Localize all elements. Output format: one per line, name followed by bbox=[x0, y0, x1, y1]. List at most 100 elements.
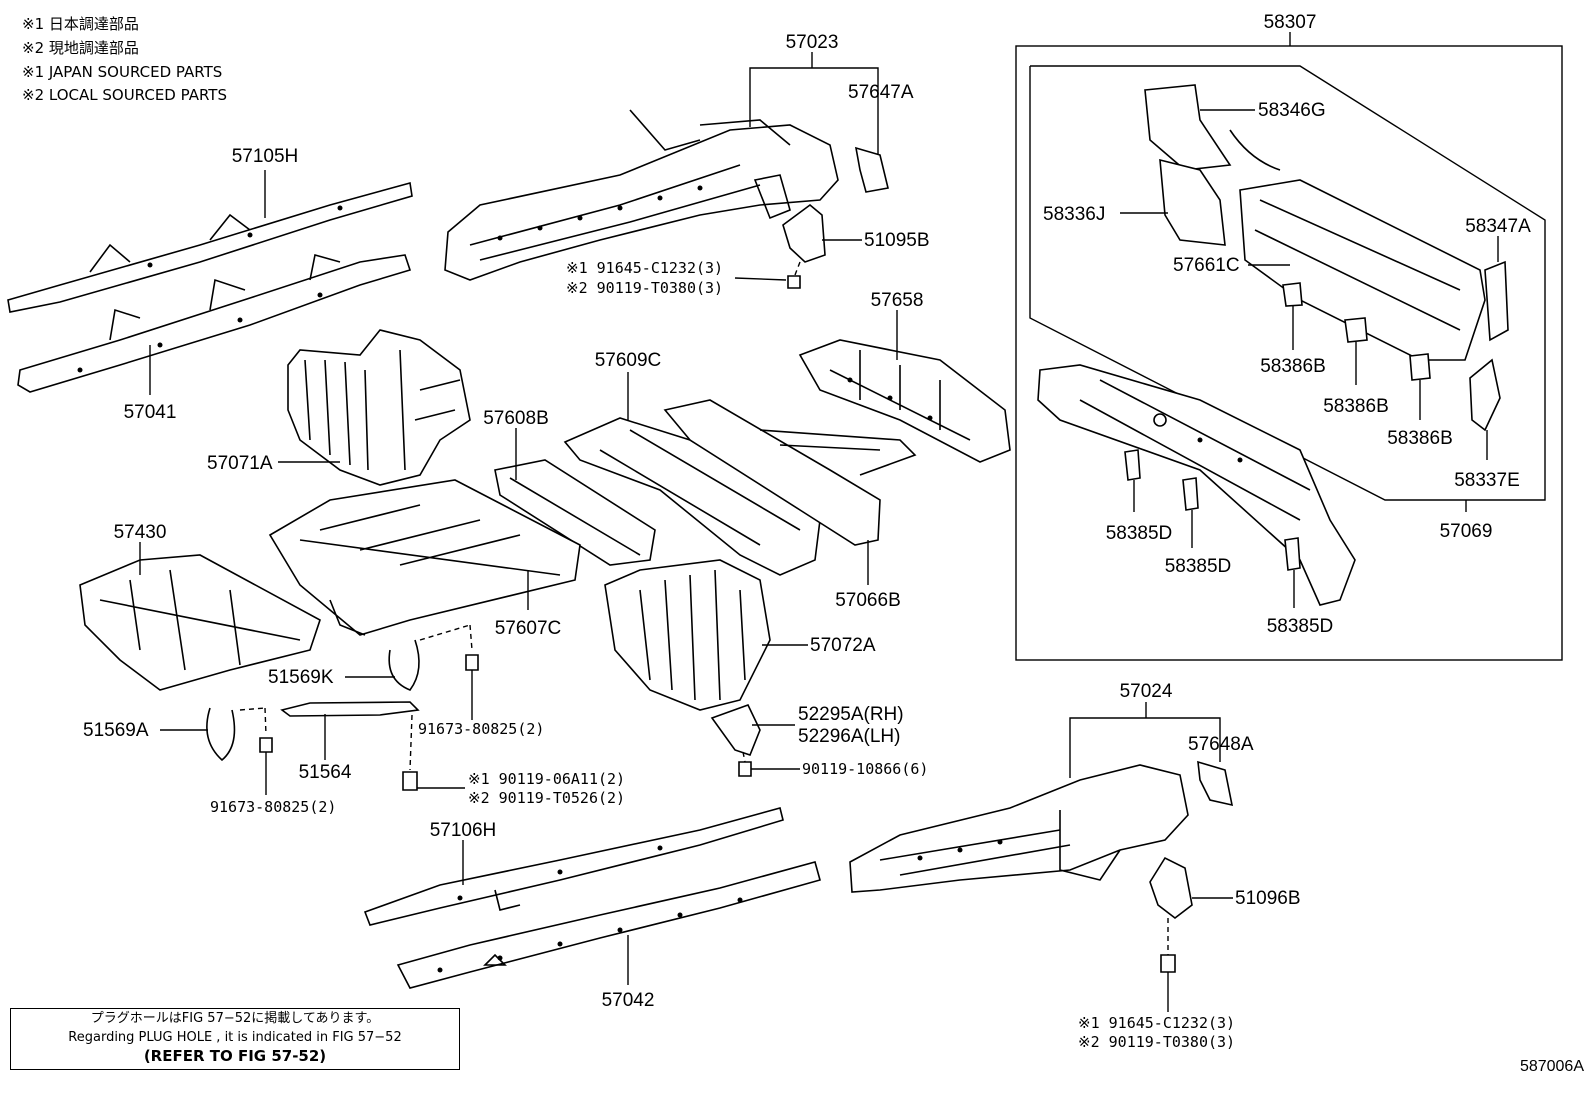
label-58346G: 58346G bbox=[1258, 100, 1326, 121]
label-57106H: 57106H bbox=[430, 820, 497, 841]
part-58336J-panel bbox=[1159, 158, 1226, 246]
part-51564-bar bbox=[280, 701, 420, 717]
bolt-icon bbox=[259, 737, 273, 753]
part-51095B-bracket bbox=[782, 203, 826, 263]
part-57607C-floor bbox=[268, 479, 581, 636]
label-57072A: 57072A bbox=[810, 635, 876, 656]
legend: ※1 日本調達部品 ※2 現地調達部品 ※1 JAPAN SOURCED PAR… bbox=[22, 15, 227, 104]
note-ref: (REFER TO FIG 57-52) bbox=[143, 1047, 327, 1065]
label-57658: 57658 bbox=[871, 290, 924, 311]
subassembly-outline bbox=[1029, 65, 1546, 501]
part-51096B-bracket bbox=[1149, 856, 1193, 920]
fastener-top-2: ※2 90119-T0380(3) bbox=[566, 279, 723, 297]
part-57024-side-member bbox=[849, 764, 1189, 893]
part-52295A-bracket bbox=[710, 704, 761, 756]
part-57023-side-member bbox=[444, 109, 839, 281]
part-57066B-member bbox=[663, 399, 917, 546]
label-58386B-3: 58386B bbox=[1387, 428, 1453, 449]
part-51569A-strap bbox=[206, 707, 236, 762]
part-57069-panel bbox=[1037, 364, 1356, 606]
fastener-90119-10866: 90119-10866(6) bbox=[802, 760, 928, 778]
assembly-box-58307 bbox=[1015, 45, 1563, 661]
label-58336J: 58336J bbox=[1043, 204, 1105, 225]
part-57609C-member bbox=[563, 417, 821, 576]
label-51564: 51564 bbox=[299, 762, 352, 783]
fastener-91673-b: 91673-80825(2) bbox=[210, 798, 336, 816]
note-jp: プラグホールはFIG 57−52に掲載してあります。 bbox=[90, 1011, 380, 1026]
label-57647A: 57647A bbox=[848, 82, 914, 103]
label-51569A: 51569A bbox=[83, 720, 149, 741]
legend-line-4: ※2 LOCAL SOURCED PARTS bbox=[22, 86, 227, 104]
leader-57023 bbox=[749, 67, 879, 154]
label-51096B: 51096B bbox=[1235, 888, 1301, 909]
figure-id: 587006A bbox=[1519, 1058, 1584, 1075]
part-57106H-rail bbox=[363, 807, 784, 926]
legend-line-3: ※1 JAPAN SOURCED PARTS bbox=[22, 63, 222, 81]
label-58307: 58307 bbox=[1264, 12, 1317, 33]
part-58386B-clip-1 bbox=[1282, 282, 1303, 307]
label-58337E: 58337E bbox=[1454, 470, 1520, 491]
label-57607C: 57607C bbox=[495, 618, 562, 639]
part-57105H-rail bbox=[7, 181, 413, 313]
part-58347A-panel bbox=[1484, 260, 1509, 342]
part-57042-rail bbox=[396, 861, 821, 989]
label-57648A: 57648A bbox=[1188, 734, 1254, 755]
plug-hole-note: プラグホールはFIG 57−52に掲載してあります。 Regarding PLU… bbox=[10, 1008, 460, 1070]
label-57430: 57430 bbox=[114, 522, 167, 543]
part-58385D-clip-1 bbox=[1124, 449, 1141, 481]
label-57608B: 57608B bbox=[483, 408, 549, 429]
label-57661C: 57661C bbox=[1173, 255, 1240, 276]
fastener-90119-06-1: ※1 90119-06A11(2) bbox=[468, 770, 625, 788]
bolt-icon bbox=[1160, 954, 1176, 973]
label-57042: 57042 bbox=[602, 990, 655, 1011]
part-58386B-clip-2 bbox=[1344, 317, 1368, 343]
label-58386B-2: 58386B bbox=[1323, 396, 1389, 417]
label-57041: 57041 bbox=[124, 402, 177, 423]
label-57105H: 57105H bbox=[232, 146, 299, 167]
part-58386B-clip-3 bbox=[1409, 353, 1431, 381]
part-57072A-panel bbox=[604, 559, 771, 711]
fastener-90119-06-2: ※2 90119-T0526(2) bbox=[468, 789, 625, 807]
label-57069: 57069 bbox=[1440, 521, 1493, 542]
fastener-91673-a: 91673-80825(2) bbox=[418, 720, 544, 738]
part-57648A-bracket bbox=[1197, 760, 1234, 807]
part-57658-member bbox=[798, 339, 1011, 463]
fastener-bottom-2: ※2 90119-T0380(3) bbox=[1078, 1033, 1235, 1051]
part-58337E-panel bbox=[1469, 358, 1501, 432]
label-57071A: 57071A bbox=[207, 453, 273, 474]
label-58347A: 58347A bbox=[1465, 216, 1531, 237]
label-52295A: 52295A(RH) bbox=[798, 704, 904, 725]
bolt-icon bbox=[402, 771, 418, 791]
part-58346G-panel bbox=[1144, 84, 1232, 171]
part-58385D-clip-2 bbox=[1182, 477, 1199, 511]
note-en: Regarding PLUG HOLE , it is indicated in… bbox=[68, 1030, 402, 1045]
legend-line-2: ※2 現地調達部品 bbox=[22, 39, 139, 57]
part-58385D-clip-3 bbox=[1284, 537, 1301, 571]
bolt-icon bbox=[465, 654, 479, 671]
bolt-icon bbox=[738, 761, 752, 777]
legend-line-1: ※1 日本調達部品 bbox=[22, 15, 139, 33]
label-57024: 57024 bbox=[1120, 681, 1173, 702]
label-51095B: 51095B bbox=[864, 230, 930, 251]
part-57041-rail bbox=[17, 253, 412, 393]
fastener-top-1: ※1 91645-C1232(3) bbox=[566, 259, 723, 277]
label-52296A: 52296A(LH) bbox=[798, 726, 900, 747]
label-51569K: 51569K bbox=[268, 667, 334, 688]
fastener-bottom-1: ※1 91645-C1232(3) bbox=[1078, 1014, 1235, 1032]
part-57608B-member bbox=[494, 459, 656, 566]
part-57647A-bracket bbox=[854, 146, 889, 193]
part-51569K-strap bbox=[388, 639, 420, 691]
leader-57024 bbox=[1069, 717, 1221, 778]
part-57430-crossmember bbox=[79, 554, 321, 691]
label-58386B-1: 58386B bbox=[1260, 356, 1326, 377]
label-58385D-1: 58385D bbox=[1106, 523, 1173, 544]
label-57023: 57023 bbox=[786, 32, 839, 53]
part-57071A-panel bbox=[287, 329, 471, 486]
label-58385D-3: 58385D bbox=[1267, 616, 1334, 637]
label-57066B: 57066B bbox=[835, 590, 901, 611]
part-57661C-panel bbox=[1229, 129, 1486, 361]
label-58385D-2: 58385D bbox=[1165, 556, 1232, 577]
label-57609C: 57609C bbox=[595, 350, 662, 371]
bolt-icon bbox=[787, 275, 801, 289]
